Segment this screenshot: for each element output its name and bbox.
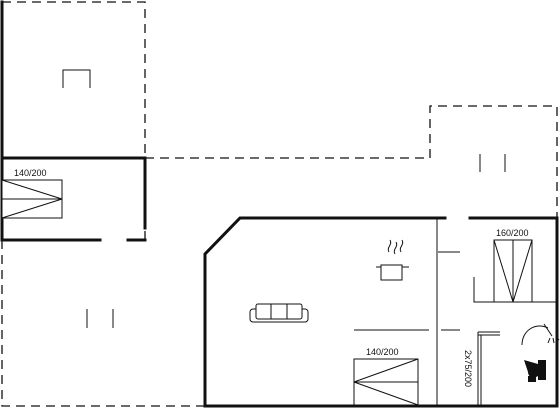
bed-living-room: 140/200	[353, 347, 419, 406]
bed-icon	[493, 239, 533, 303]
bed-right-room: 160/200	[493, 228, 533, 303]
bed-upper-left: 140/200	[1, 168, 63, 219]
sofa-icon	[249, 303, 309, 323]
stair-icon	[62, 69, 506, 328]
bunk-bed-label: 2x75/200	[463, 350, 473, 387]
bed-living-room-label: 140/200	[366, 347, 399, 357]
bed-upper-left-label: 140/200	[14, 168, 47, 178]
bed-right-room-label: 160/200	[496, 228, 529, 238]
bed-icon	[1, 179, 63, 219]
cooking-pot-icon	[376, 239, 409, 281]
bed-icon	[353, 358, 419, 406]
shower-icon	[521, 323, 560, 346]
bunk-bed-icon: 2x75/200	[463, 350, 473, 387]
toilet-icon	[524, 360, 546, 382]
